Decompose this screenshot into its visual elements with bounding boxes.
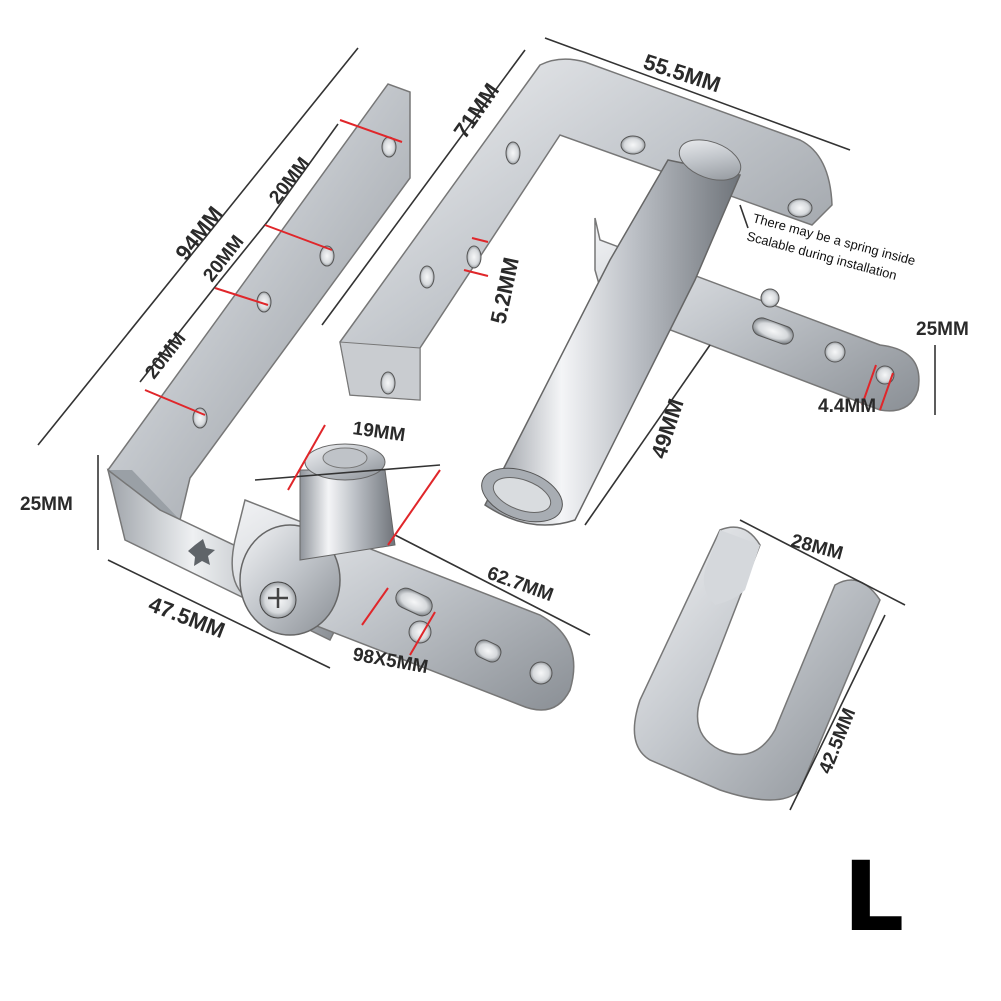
right-pivot-arm [594,217,920,412]
arm-hole [875,365,895,385]
model-letter: L [843,841,904,953]
red-marks [144,119,894,656]
arm-hole [529,661,553,685]
label-25mm-right: 25MM [916,319,969,340]
right-bracket [339,58,920,526]
slot-hole [752,317,794,345]
plate-hole [787,198,813,218]
dim-line-55 [544,37,851,151]
plate-hole [419,265,435,289]
plate-hole [620,135,646,155]
plate-hole [319,245,335,267]
arm-hole [824,341,846,363]
label-25mm-left: 25MM [20,494,73,515]
label-5-2mm: 5.2MM [485,255,523,326]
label-4-4mm: 4.4MM [818,396,876,417]
dim-line-71 [321,49,526,326]
label-19mm: 19MM [351,418,406,446]
spring-tube [484,159,742,526]
left-pivot-cylinder [299,469,396,561]
plate-hole [505,141,521,165]
plate-hole [192,407,208,429]
spring-note: There may be a spring inside Scalable du… [745,210,917,283]
dim-line-94 [37,47,359,446]
u-clip-body [633,526,881,801]
star-hole [188,539,215,566]
u-clip [633,526,881,801]
arm-hole [474,639,502,663]
arm-hole [760,288,780,308]
screw-cross-icon [268,588,288,608]
dimension-lines [37,37,936,811]
plate-hole [380,371,396,395]
plate-hole [466,245,482,269]
slot-hole [395,587,433,617]
